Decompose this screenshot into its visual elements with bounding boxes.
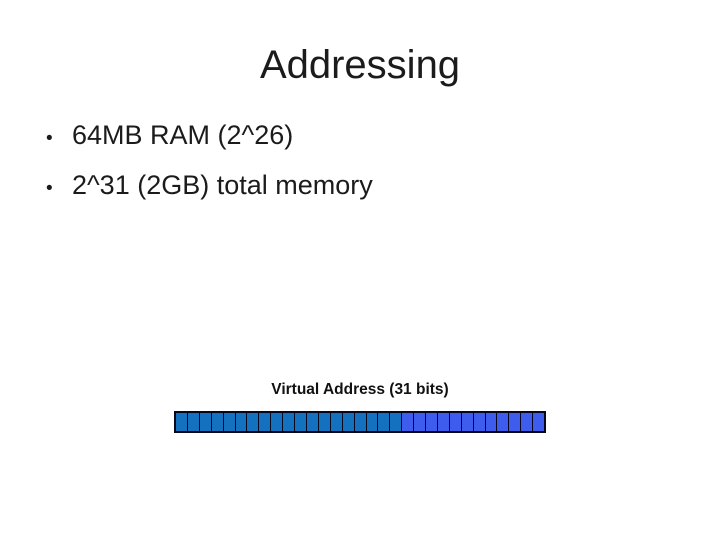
bit-cell-page-number-bits — [365, 413, 378, 431]
bit-cell-offset-bits — [472, 413, 485, 431]
bit-cell-page-number-bits — [317, 413, 330, 431]
bullet-item: • 2^31 (2GB) total memory — [46, 162, 690, 212]
bullet-glyph: • — [46, 128, 53, 149]
bit-cell-page-number-bits — [329, 413, 342, 431]
bit-cell-offset-bits — [520, 413, 533, 431]
bit-cell-page-number-bits — [305, 413, 318, 431]
bit-cell-page-number-bits — [389, 413, 402, 431]
slide-title: Addressing — [259, 43, 461, 87]
bullet-text: 2^31 (2GB) total memory — [72, 170, 373, 200]
bit-cell-page-number-bits — [210, 413, 223, 431]
bit-field-bar — [174, 411, 546, 433]
bit-cell-page-number-bits — [186, 413, 199, 431]
bullet-list: • 64MB RAM (2^26) • 2^31 (2GB) total mem… — [46, 112, 690, 212]
bit-cell-offset-bits — [448, 413, 461, 431]
bit-cell-offset-bits — [496, 413, 509, 431]
bullet-glyph: • — [46, 178, 53, 199]
bit-cell-page-number-bits — [198, 413, 211, 431]
bit-cell-page-number-bits — [341, 413, 354, 431]
bit-cell-page-number-bits — [353, 413, 366, 431]
bit-cell-offset-bits — [436, 413, 449, 431]
bit-cell-page-number-bits — [282, 413, 295, 431]
virtual-address-label: Virtual Address (31 bits) — [271, 381, 449, 398]
bit-cell-page-number-bits — [222, 413, 235, 431]
bit-cell-page-number-bits — [258, 413, 271, 431]
bullet-item: • 64MB RAM (2^26) — [46, 112, 690, 162]
bit-cell-offset-bits — [532, 413, 545, 431]
bit-cell-offset-bits — [413, 413, 426, 431]
bit-cell-offset-bits — [460, 413, 473, 431]
bit-cell-offset-bits — [484, 413, 497, 431]
bit-cell-page-number-bits — [234, 413, 247, 431]
bullet-text: 64MB RAM (2^26) — [72, 120, 294, 150]
bit-cell-page-number-bits — [294, 413, 306, 431]
bit-cell-page-number-bits — [176, 413, 187, 431]
bit-cell-page-number-bits — [246, 413, 259, 431]
bit-cell-offset-bits — [425, 413, 437, 431]
bit-cell-offset-bits — [401, 413, 414, 431]
bit-cell-offset-bits — [508, 413, 521, 431]
bit-cell-page-number-bits — [377, 413, 390, 431]
bit-cell-page-number-bits — [270, 413, 283, 431]
